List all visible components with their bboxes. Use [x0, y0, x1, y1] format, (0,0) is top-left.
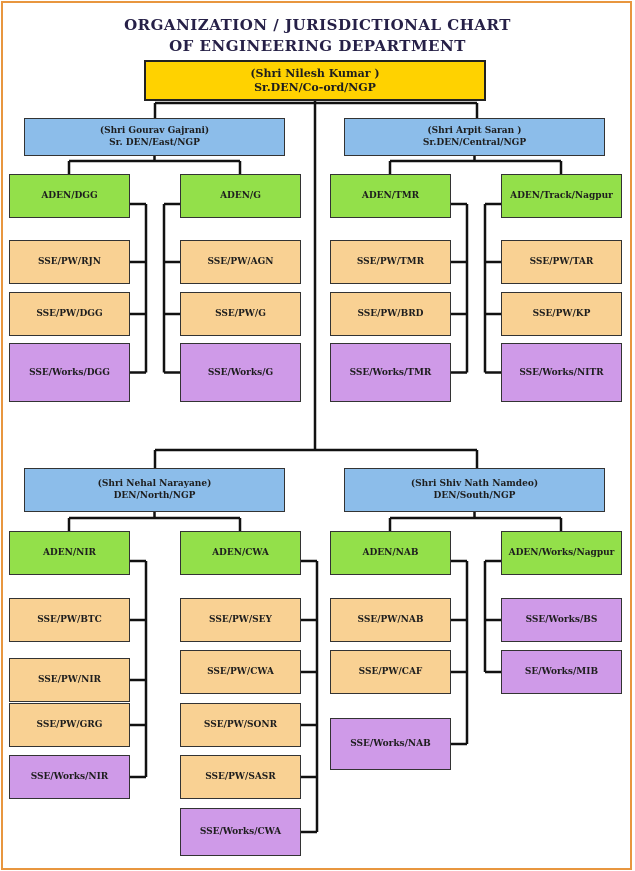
sse-box-sse-pw-agn[interactable]: SSE/PW/AGN — [180, 240, 301, 284]
sse-box-sse-pw-nir-text-1: SSE/PW/NIR — [37, 675, 102, 685]
den-box-sr-den-central-ngp[interactable]: (Shri Arpit Saran ) Sr.DEN/Central/NGP — [344, 118, 605, 156]
sse-box-sse-works-g-text-1: SSE/Works/G — [207, 367, 274, 378]
sse-box-sse-works-dgg-text-1: SSE/Works/DGG — [29, 367, 110, 378]
sse-box-sse-works-nab-text-1: SSE/Works/NAB — [350, 739, 431, 749]
sse-box-sse-pw-g[interactable]: SSE/PW/G — [180, 292, 301, 336]
den-box-den-north-ngp[interactable]: (Shri Nehal Narayane) DEN/North/NGP — [24, 468, 285, 512]
den-box-den-north-ngp-text-1: (Shri Nehal Narayane) — [97, 479, 212, 489]
aden-box-aden-tmr[interactable]: ADEN/TMR — [330, 174, 451, 218]
aden-box-aden-nir[interactable]: ADEN/NIR — [9, 531, 130, 575]
sse-box-sse-pw-sey-text-1: SSE/PW/SEY — [209, 615, 272, 625]
aden-box-aden-dgg-text-1: ADEN/DGG — [41, 191, 98, 201]
sse-box-sse-pw-tar-text-1: SSE/PW/TAR — [529, 257, 594, 267]
sse-box-sse-works-nir[interactable]: SSE/Works/NIR — [9, 755, 130, 799]
den-box-sr-den-central-ngp-text-1: (Shri Arpit Saran ) — [427, 126, 522, 136]
sse-box-sse-pw-cwa-text-1: SSE/PW/CWA — [207, 667, 274, 677]
sse-box-se-works-mib-text-1: SE/Works/MIB — [524, 667, 599, 677]
sse-box-sse-pw-tmr-text-1: SSE/PW/TMR — [356, 257, 425, 267]
sse-box-sse-works-nab[interactable]: SSE/Works/NAB — [330, 718, 451, 770]
sse-box-sse-pw-tar[interactable]: SSE/PW/TAR — [501, 240, 622, 284]
sse-box-sse-works-tmr[interactable]: SSE/Works/TMR — [330, 343, 451, 402]
sse-box-sse-works-cwa-text-1: SSE/Works/CWA — [199, 827, 282, 837]
den-box-den-north-ngp-text-2: DEN/North/NGP — [113, 491, 196, 501]
aden-box-aden-cwa[interactable]: ADEN/CWA — [180, 531, 301, 575]
aden-box-aden-track-nagpur-text-1: ADEN/Track/Nagpur — [510, 191, 613, 201]
sse-box-sse-pw-sey[interactable]: SSE/PW/SEY — [180, 598, 301, 642]
sse-box-sse-pw-grg-text-1: SSE/PW/GRG — [36, 720, 103, 730]
sse-box-sse-works-cwa[interactable]: SSE/Works/CWA — [180, 808, 301, 856]
sse-box-sse-pw-sonr[interactable]: SSE/PW/SONR — [180, 703, 301, 747]
sse-box-sse-works-tmr-text-1: SSE/Works/TMR — [349, 367, 432, 378]
sse-box-sse-works-nir-text-1: SSE/Works/NIR — [30, 772, 109, 782]
sse-box-sse-pw-cwa[interactable]: SSE/PW/CWA — [180, 650, 301, 694]
sse-box-sse-pw-btc-text-1: SSE/PW/BTC — [37, 615, 102, 625]
sse-box-sse-pw-caf[interactable]: SSE/PW/CAF — [330, 650, 451, 694]
aden-box-aden-cwa-text-1: ADEN/CWA — [212, 548, 269, 558]
sse-box-sse-pw-brd[interactable]: SSE/PW/BRD — [330, 292, 451, 336]
den-box-sr-den-east-ngp-text-1: (Shri Gourav Gajrani) — [99, 126, 210, 136]
sse-box-sse-works-nitr-text-1: SSE/Works/NITR — [519, 367, 604, 378]
sse-box-sse-pw-dgg-text-1: SSE/PW/DGG — [36, 309, 103, 319]
aden-box-aden-tmr-text-1: ADEN/TMR — [361, 191, 420, 201]
sse-box-sse-works-bs[interactable]: SSE/Works/BS — [501, 598, 622, 642]
sse-box-sse-pw-sasr[interactable]: SSE/PW/SASR — [180, 755, 301, 799]
chart-title-line-1: ORGANIZATION / JURISDICTIONAL CHART — [124, 16, 511, 34]
aden-box-aden-nir-text-1: ADEN/NIR — [42, 548, 97, 558]
coordinator-box[interactable]: (Shri Nilesh Kumar ) Sr.DEN/Co-ord/NGP — [144, 60, 486, 101]
aden-box-aden-dgg[interactable]: ADEN/DGG — [9, 174, 130, 218]
sse-box-sse-pw-brd-text-1: SSE/PW/BRD — [357, 309, 424, 319]
sse-box-sse-pw-rjn-text-1: SSE/PW/RJN — [37, 257, 102, 267]
sse-box-sse-pw-nir[interactable]: SSE/PW/NIR — [9, 658, 130, 702]
den-box-sr-den-east-ngp-text-2: Sr. DEN/East/NGP — [109, 138, 200, 148]
den-box-sr-den-central-ngp-text-2: Sr.DEN/Central/NGP — [422, 138, 527, 148]
chart-title-line-2: OF ENGINEERING DEPARTMENT — [169, 37, 466, 55]
aden-box-aden-g-text-1: ADEN/G — [220, 191, 261, 201]
coordinator-role: Sr.DEN/Co-ord/NGP — [254, 80, 376, 94]
den-box-den-south-ngp[interactable]: (Shri Shiv Nath Namdeo) DEN/South/NGP — [344, 468, 605, 512]
sse-box-sse-pw-rjn[interactable]: SSE/PW/RJN — [9, 240, 130, 284]
aden-box-aden-nab[interactable]: ADEN/NAB — [330, 531, 451, 575]
aden-box-aden-works-nagpur[interactable]: ADEN/Works/Nagpur — [501, 531, 622, 575]
sse-box-sse-pw-sasr-text-1: SSE/PW/SASR — [205, 772, 276, 782]
sse-box-sse-pw-grg[interactable]: SSE/PW/GRG — [9, 703, 130, 747]
den-box-den-south-ngp-text-2: DEN/South/NGP — [433, 491, 516, 501]
sse-box-sse-pw-nab[interactable]: SSE/PW/NAB — [330, 598, 451, 642]
coordinator-name: (Shri Nilesh Kumar ) — [250, 66, 380, 80]
sse-box-sse-pw-kp-text-1: SSE/PW/KP — [532, 309, 591, 319]
sse-box-sse-pw-g-text-1: SSE/PW/G — [215, 309, 266, 319]
sse-box-sse-pw-tmr[interactable]: SSE/PW/TMR — [330, 240, 451, 284]
sse-box-sse-pw-btc[interactable]: SSE/PW/BTC — [9, 598, 130, 642]
aden-box-aden-g[interactable]: ADEN/G — [180, 174, 301, 218]
sse-box-sse-pw-kp[interactable]: SSE/PW/KP — [501, 292, 622, 336]
aden-box-aden-track-nagpur[interactable]: ADEN/Track/Nagpur — [501, 174, 622, 218]
sse-box-sse-pw-agn-text-1: SSE/PW/AGN — [207, 257, 274, 267]
sse-box-sse-works-nitr[interactable]: SSE/Works/NITR — [501, 343, 622, 402]
sse-box-sse-works-bs-text-1: SSE/Works/BS — [525, 615, 598, 625]
sse-box-sse-works-g[interactable]: SSE/Works/G — [180, 343, 301, 402]
aden-box-aden-works-nagpur-text-1: ADEN/Works/Nagpur — [508, 548, 615, 558]
sse-box-sse-works-dgg[interactable]: SSE/Works/DGG — [9, 343, 130, 402]
sse-box-se-works-mib[interactable]: SE/Works/MIB — [501, 650, 622, 694]
sse-box-sse-pw-dgg[interactable]: SSE/PW/DGG — [9, 292, 130, 336]
den-box-sr-den-east-ngp[interactable]: (Shri Gourav Gajrani) Sr. DEN/East/NGP — [24, 118, 285, 156]
sse-box-sse-pw-caf-text-1: SSE/PW/CAF — [358, 667, 423, 677]
sse-box-sse-pw-nab-text-1: SSE/PW/NAB — [357, 615, 424, 625]
sse-box-sse-pw-sonr-text-1: SSE/PW/SONR — [203, 720, 278, 730]
aden-box-aden-nab-text-1: ADEN/NAB — [362, 548, 419, 558]
den-box-den-south-ngp-text-1: (Shri Shiv Nath Namdeo) — [410, 479, 539, 489]
